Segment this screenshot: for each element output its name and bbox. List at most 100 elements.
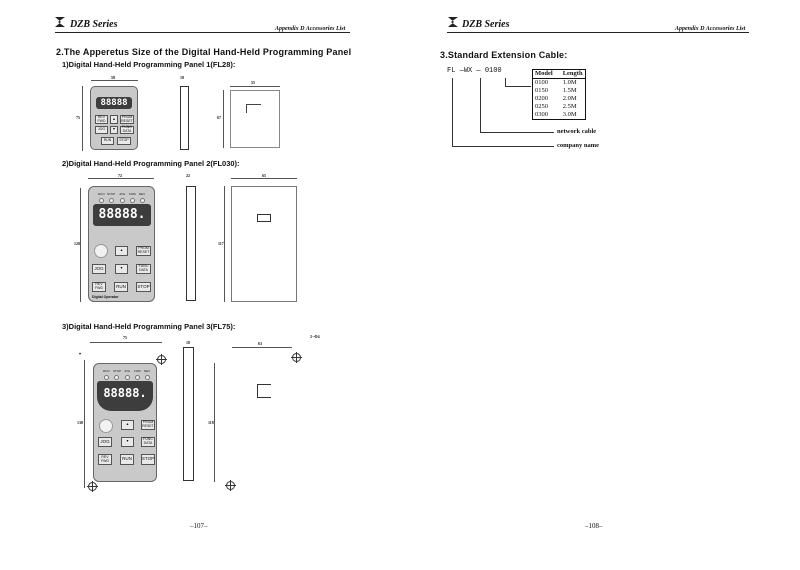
panel3-led-fwd	[135, 375, 140, 380]
cable-table-header-length: Length	[562, 70, 583, 77]
network-cable-label: network cable	[557, 128, 597, 135]
panel3-led-label-fwd: FWD	[134, 369, 141, 373]
panel1-display: 88888	[96, 97, 132, 109]
panel3-func-button[interactable]: FUNC DATA	[141, 437, 155, 447]
cable-table-header: Model Length	[533, 70, 586, 79]
panel2-back-width-label: 65	[262, 173, 266, 178]
panel2-back-width-dimline	[231, 178, 297, 179]
panel3-led-stop	[114, 375, 119, 380]
panel2-prgm-button[interactable]: PRGM RESET	[136, 246, 151, 256]
panel3-height-dimline	[84, 360, 85, 488]
panel1-func-button[interactable]: FUNC DATA	[120, 125, 134, 134]
left-section-title: 2.The Apperetus Size of the Digital Hand…	[56, 47, 352, 57]
cable-code: FL —WX — 0100	[447, 67, 502, 75]
panel2-func-button[interactable]: FUNC DATA	[136, 264, 151, 274]
panel1-run-button[interactable]: RUN	[101, 137, 114, 145]
panel3-back-height-dimline	[214, 363, 215, 482]
panel3-back-height-label: 118	[208, 420, 214, 425]
cable-table-header-model: Model	[535, 70, 553, 77]
panel3-up-button[interactable]: ▲	[121, 420, 134, 430]
panel3-jog-button[interactable]: JOG	[98, 437, 112, 447]
panel2-led-rev	[140, 198, 145, 203]
panel3-knob[interactable]	[99, 419, 113, 433]
panel2-led-fwd	[130, 198, 135, 203]
company-name-label: company name	[557, 142, 600, 149]
table-cell-length: 2.5M	[562, 103, 577, 110]
right-logo-text: DZB Series	[462, 19, 510, 30]
panel3-mount-hole-bottom	[87, 481, 98, 492]
panel1-back-height-label: 67	[217, 115, 221, 120]
panel2-back-slot	[257, 214, 271, 222]
panel1-rev-fwd-button[interactable]: REV FWD	[95, 115, 108, 124]
panel2-led-label-jog: JOG	[119, 192, 126, 196]
right-header-rule	[447, 32, 749, 33]
right-section-title: 3.Standard Extension Cable:	[440, 50, 568, 60]
panel1-jog-button[interactable]: JOG	[95, 126, 108, 134]
panel2-jog-button[interactable]: JOG	[92, 264, 106, 274]
panel2-stop-button[interactable]: STOP	[136, 282, 151, 292]
panel2-up-button[interactable]: ▲	[115, 246, 128, 256]
panel3-stop-button[interactable]: STOP	[141, 454, 155, 465]
left-logo-text: DZB Series	[70, 19, 118, 30]
panel2-down-button[interactable]: ▼	[115, 264, 128, 274]
panel2-led-run	[99, 198, 104, 203]
table-cell-length: 1.5M	[562, 87, 577, 94]
panel3-marker: •	[79, 352, 82, 358]
panel2-run-button[interactable]: RUN	[114, 282, 128, 292]
panel3-depth-label: 18	[186, 340, 190, 345]
company-leader-horizontal	[452, 146, 554, 147]
table-cell-model: 0300	[535, 111, 548, 118]
panel3-prgm-button[interactable]: PRGM RESET	[141, 420, 155, 430]
panel2-title: 2)Digital Hand-Held Programming Panel 2(…	[62, 159, 240, 168]
panel2-knob[interactable]	[94, 244, 108, 258]
panel3-back-width-dimline	[232, 347, 292, 348]
network-leader-horizontal	[480, 132, 554, 133]
panel3-height-label: 130	[77, 420, 83, 425]
panel3-width-dimline	[90, 342, 162, 343]
cable-code-sep2: —	[472, 67, 485, 75]
panel3-led-rev	[145, 375, 150, 380]
panel3-run-button[interactable]: RUN	[120, 454, 134, 465]
panel2-height-label: 120	[74, 241, 80, 246]
panel2-width-dimline	[88, 178, 154, 179]
panel3-down-button[interactable]: ▼	[121, 437, 134, 447]
panel1-down-button[interactable]: ▼	[110, 126, 118, 134]
panel2-led-label-stop: STOP	[107, 192, 116, 196]
panel1-back-height-dimline	[223, 90, 224, 148]
panel3-led-label-run: RUN	[103, 369, 110, 373]
panel3-led-run	[104, 375, 109, 380]
table-row: 0150 1.5M	[533, 87, 586, 95]
panel1-stop-button[interactable]: STOP	[117, 137, 131, 145]
panel1-back-width-dimline	[230, 86, 280, 87]
left-page-number: –107–	[190, 522, 208, 530]
right-page-number: –108–	[585, 522, 603, 530]
table-cell-model: 0150	[535, 87, 548, 94]
left-header-right: Appendix D Accessories List	[275, 26, 346, 32]
panel3-led-label-jog: JOG	[124, 369, 131, 373]
panel2-side	[186, 186, 196, 301]
cable-code-part1: FL	[447, 67, 456, 75]
panel2-rev-fwd-button[interactable]: REV FWD	[92, 282, 106, 292]
panel3-width-label: 75	[123, 335, 127, 340]
right-logo-icon	[447, 15, 459, 27]
panel3-led-jog	[125, 375, 130, 380]
panel3-mount-hole-top	[156, 354, 167, 365]
panel1-width-label: 58	[111, 75, 115, 80]
panel2-led-label-fwd: FWD	[129, 192, 136, 196]
panel2-back	[231, 186, 297, 302]
cable-code-part3: 0100	[484, 67, 502, 75]
cable-code-part2: WX	[463, 67, 473, 75]
panel2-width-label: 72	[118, 173, 122, 178]
panel3-rev-fwd-button[interactable]: REV FWD	[98, 454, 112, 465]
panel1-up-button[interactable]: ▲	[110, 115, 118, 124]
model-leader-h	[505, 86, 531, 87]
panel3-back-slot	[257, 384, 271, 398]
table-cell-length: 1.0M	[562, 79, 577, 86]
panel1-height-dimline	[82, 86, 83, 151]
panel1-prgm-button[interactable]: PRGM RESET	[120, 114, 134, 124]
panel2-depth-label: 22	[186, 173, 190, 178]
left-logo-icon	[54, 15, 66, 27]
